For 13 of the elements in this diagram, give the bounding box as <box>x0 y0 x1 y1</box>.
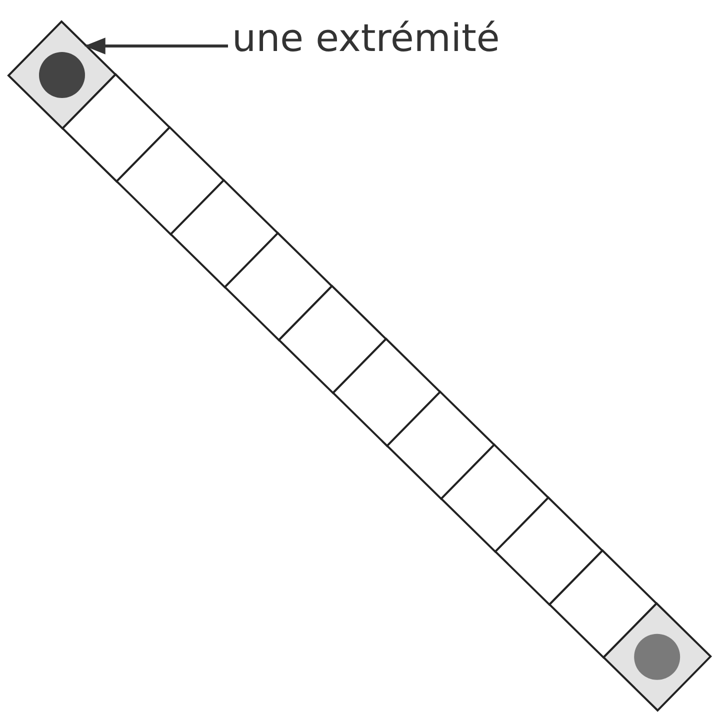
strip-cell <box>278 284 388 394</box>
strip-cell <box>440 443 550 554</box>
strip-cell <box>548 549 658 659</box>
callout-text: une extrémité <box>232 16 500 60</box>
arrow <box>84 38 228 54</box>
strip-cell <box>332 337 442 448</box>
end-cell <box>602 602 712 712</box>
strip-cell <box>494 496 604 606</box>
strip-cell <box>115 126 226 236</box>
strip-cell <box>61 72 172 183</box>
strip-cell <box>223 232 334 342</box>
strip-cell <box>386 390 496 500</box>
strip-cell <box>169 178 280 289</box>
